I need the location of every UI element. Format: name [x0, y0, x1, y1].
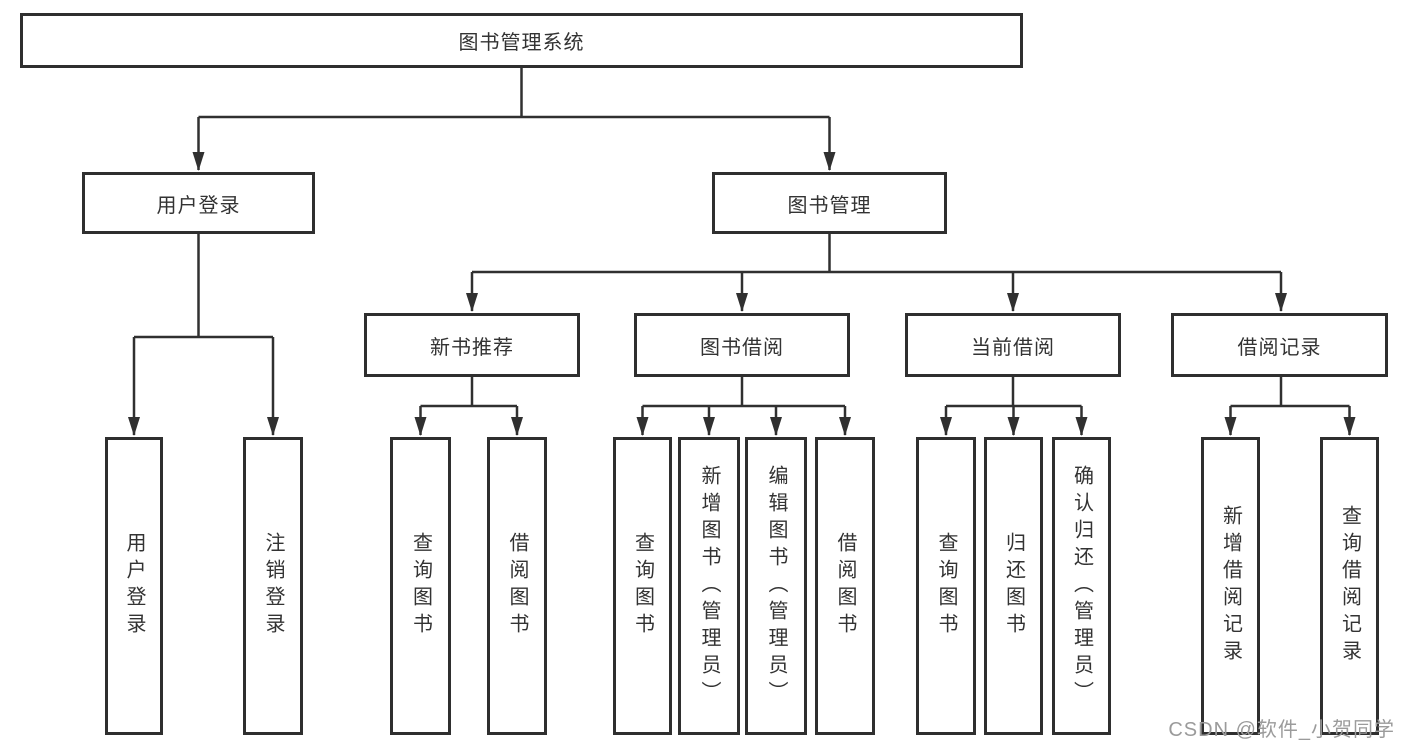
leaf-add-borrow-record-label: 新增借阅记录 — [1219, 505, 1242, 667]
leaf-query-books-borrow: 查询图书 — [613, 437, 672, 735]
leaf-borrow-books: 借阅图书 — [815, 437, 875, 735]
leaf-user-login: 用户登录 — [105, 437, 163, 735]
node-current-borrow: 当前借阅 — [905, 313, 1121, 377]
leaf-query-books-recommend-label: 查询图书 — [409, 532, 432, 640]
leaf-logout: 注销登录 — [243, 437, 303, 735]
leaf-return-books-label: 归还图书 — [1002, 532, 1025, 640]
leaf-query-books-current-label: 查询图书 — [935, 532, 957, 640]
leaf-borrow-books-recommend-label: 借阅图书 — [506, 532, 528, 640]
leaf-edit-books-admin: 编辑图书（管理员） — [745, 437, 807, 735]
leaf-query-books-borrow-label: 查询图书 — [631, 532, 654, 640]
node-book-management-label: 图书管理 — [787, 194, 872, 217]
node-current-borrow-label: 当前借阅 — [971, 336, 1055, 359]
leaf-edit-books-admin-label: 编辑图书（管理员） — [765, 464, 787, 708]
leaf-add-books-admin: 新增图书（管理员） — [678, 437, 740, 735]
leaf-query-borrow-record-label: 查询借阅记录 — [1338, 505, 1361, 667]
connector-new-book-recommend-group — [414, 377, 523, 436]
node-user-login-branch-label: 用户登录 — [156, 194, 241, 217]
node-book-borrow-label: 图书借阅 — [700, 336, 784, 359]
node-user-login-branch: 用户登录 — [82, 172, 315, 234]
leaf-add-borrow-record: 新增借阅记录 — [1201, 437, 1260, 735]
node-new-book-recommend-label: 新书推荐 — [430, 336, 514, 359]
node-book-borrow: 图书借阅 — [634, 313, 850, 377]
node-library-management-system: 图书管理系统 — [20, 13, 1023, 68]
node-borrow-record-label: 借阅记录 — [1237, 336, 1322, 359]
connector-book-management-to-level2 — [466, 234, 1287, 312]
connector-borrow-record-group — [1224, 377, 1356, 436]
leaf-return-books: 归还图书 — [984, 437, 1043, 735]
connector-user-login-group — [128, 234, 279, 436]
connector-current-borrow-group — [940, 377, 1088, 436]
csdn-watermark: CSDN @软件_小贺同学 — [1168, 719, 1395, 741]
node-book-management: 图书管理 — [712, 172, 947, 234]
leaf-borrow-books-label: 借阅图书 — [834, 532, 856, 640]
leaf-query-borrow-record: 查询借阅记录 — [1320, 437, 1379, 735]
node-borrow-record: 借阅记录 — [1171, 313, 1388, 377]
node-library-management-system-label: 图书管理系统 — [458, 32, 585, 54]
leaf-query-books-recommend: 查询图书 — [390, 437, 451, 735]
leaf-add-books-admin-label: 新增图书（管理员） — [698, 464, 720, 708]
leaf-confirm-return-admin: 确认归还（管理员） — [1052, 437, 1111, 735]
leaf-user-login-label: 用户登录 — [123, 532, 145, 640]
leaf-confirm-return-admin-label: 确认归还（管理员） — [1070, 464, 1093, 708]
leaf-borrow-books-recommend: 借阅图书 — [487, 437, 547, 735]
connector-book-borrow-group — [636, 377, 851, 436]
leaf-logout-label: 注销登录 — [262, 532, 284, 640]
connector-root-to-level1 — [192, 68, 836, 171]
node-new-book-recommend: 新书推荐 — [364, 313, 580, 377]
leaf-query-books-current: 查询图书 — [916, 437, 976, 735]
